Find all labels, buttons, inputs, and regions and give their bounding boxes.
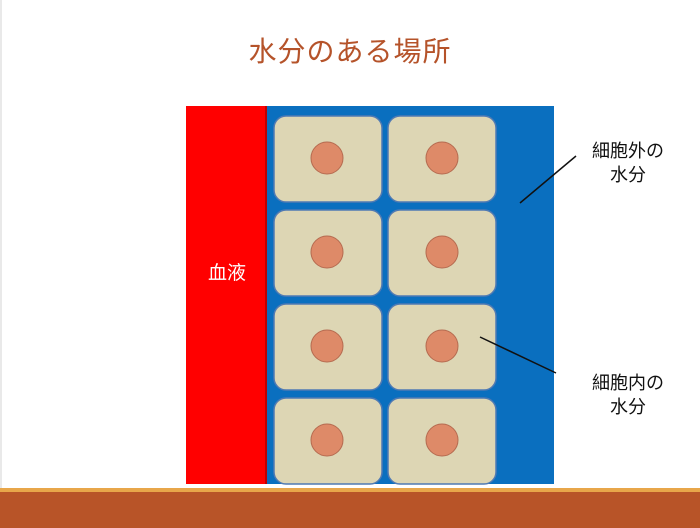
extracellular-label-line-1: 細胞外の bbox=[592, 141, 664, 162]
extracellular-water-label: 細胞外の 水分 bbox=[578, 140, 678, 188]
cell-nucleus bbox=[310, 329, 344, 363]
cell-grid bbox=[273, 115, 497, 485]
cell-nucleus bbox=[425, 423, 459, 457]
blood-vessel-area bbox=[186, 106, 266, 484]
cell-nucleus bbox=[310, 235, 344, 269]
intracellular-label-line-2: 水分 bbox=[610, 397, 646, 418]
intracellular-pointer-line bbox=[479, 336, 557, 374]
extracellular-label-line-2: 水分 bbox=[610, 165, 646, 186]
blood-label: 血液 bbox=[207, 262, 246, 284]
cell-nucleus bbox=[310, 141, 344, 175]
cell-nucleus bbox=[310, 423, 344, 457]
intracellular-water-label: 細胞内の 水分 bbox=[578, 372, 678, 420]
intracellular-label-line-1: 細胞内の bbox=[592, 373, 664, 394]
cell-nucleus bbox=[425, 141, 459, 175]
cell-nucleus bbox=[425, 235, 459, 269]
footer-bar bbox=[0, 492, 700, 528]
cell-nucleus bbox=[425, 329, 459, 363]
page-title: 水分のある場所 bbox=[248, 35, 452, 68]
slide-edge bbox=[0, 0, 2, 528]
footer-accent-line bbox=[0, 488, 700, 492]
extracellular-pointer-line bbox=[519, 155, 577, 204]
